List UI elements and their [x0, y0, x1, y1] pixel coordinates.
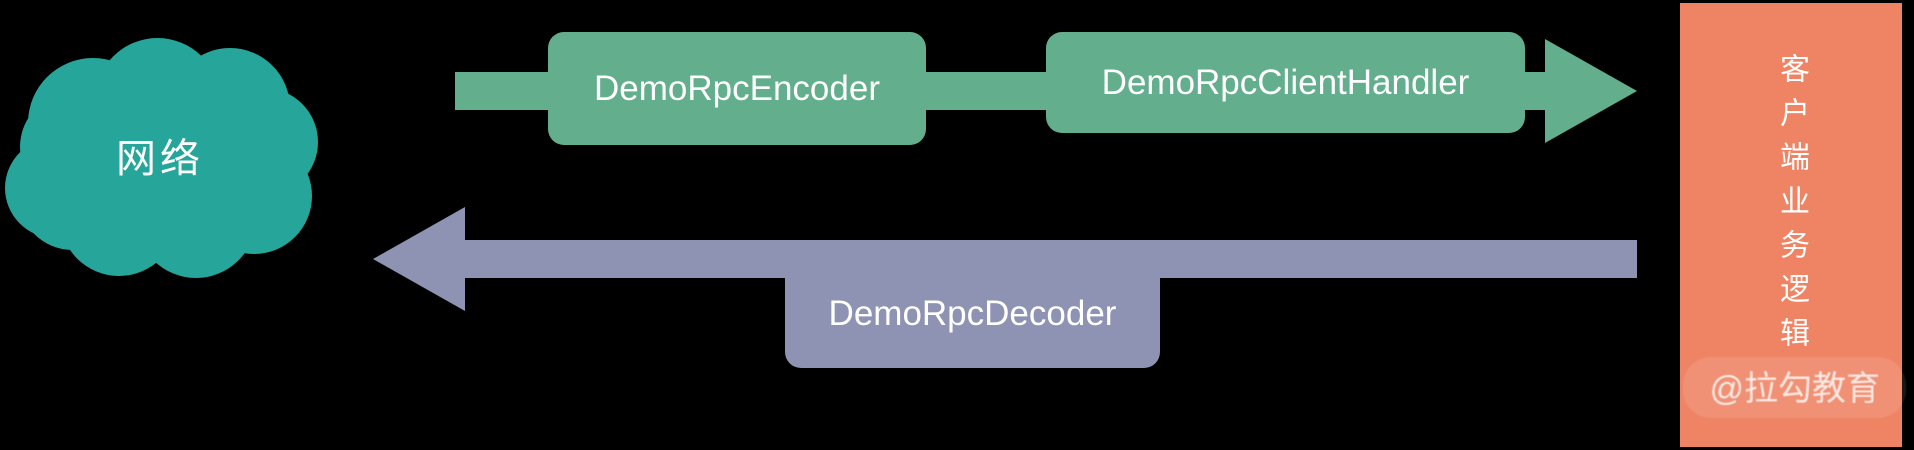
network-cloud: 网络	[0, 30, 320, 280]
network-cloud-label: 网络	[116, 137, 204, 181]
client-business-logic-panel[interactable]: 客户端业务逻辑	[1680, 3, 1902, 447]
node-demorpcclienthandler-label: DemoRpcClientHandler	[1101, 62, 1470, 102]
node-demorpcclienthandler[interactable]: DemoRpcClientHandler	[1046, 32, 1525, 133]
cloud-body	[22, 92, 298, 242]
client-business-logic-label: 客户端业务逻辑	[1775, 53, 1808, 361]
node-demorpcencoder[interactable]: DemoRpcEncoder	[548, 32, 926, 145]
outbound-arrowhead-icon	[1545, 39, 1637, 143]
inbound-arrowhead-icon	[373, 207, 465, 311]
watermark: @拉勾教育	[1683, 357, 1906, 418]
node-demorpcdecoder[interactable]: DemoRpcDecoder	[785, 260, 1160, 368]
node-demorpcdecoder-label: DemoRpcDecoder	[828, 294, 1117, 333]
node-demorpcencoder-label: DemoRpcEncoder	[594, 68, 880, 108]
